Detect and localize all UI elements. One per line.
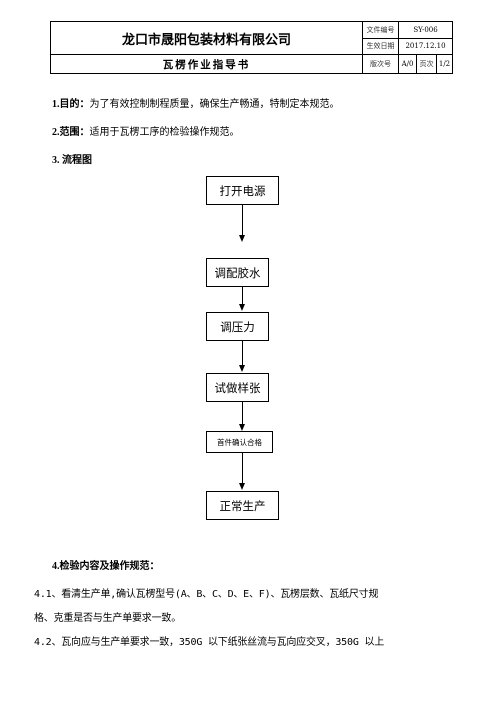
flow-step-first-article-approved: 首件确认合格 [206,431,273,453]
scope-text: 适用于瓦楞工序的检验操作规范。 [89,127,240,138]
scope-label: 2.范围： [52,127,90,138]
flow-arrow-1 [242,205,243,235]
flow-arrowhead-4 [239,424,245,431]
flow-step-mix-glue: 调配胶水 [206,258,269,287]
version-label: 版次号 [362,54,399,74]
flow-arrowhead-5 [239,483,245,490]
flow-arrow-3 [242,341,243,365]
flow-step-trial-sample: 试做样张 [206,373,269,402]
flow-step-adjust-pressure: 调压力 [206,312,269,341]
company-name: 龙口市晟阳包装材料有限公司 [50,21,363,55]
version-value: A/0 [398,54,417,74]
flowchart-heading: 3. 流程图 [52,155,92,166]
purpose-line: 1.目的：为了有效控制制程质量，确保生产畅通，特制定本规范。 [52,95,340,110]
inspection-line-1: 4.1、看清生产单,确认瓦楞型号(A、B、C、D、E、F)、瓦楞层数、瓦纸尺寸规 [34,589,379,600]
doc-no-value: SY-006 [398,21,453,39]
flow-step-power-on: 打开电源 [206,176,279,205]
effective-date-label: 生效日期 [362,37,399,55]
page-label: 页次 [416,54,437,74]
page-value: 1/2 [436,54,453,74]
document-title: 瓦楞作业指导书 [50,54,363,74]
purpose-text: 为了有效控制制程质量，确保生产畅通，特制定本规范。 [89,99,340,110]
flow-arrow-2 [242,287,243,304]
flow-arrow-5 [242,453,243,483]
flow-step-normal-production: 正常生产 [206,491,279,520]
scope-line: 2.范围：适用于瓦楞工序的检验操作规范。 [52,123,240,138]
effective-date-value: 2017.12.10 [398,37,453,55]
flow-arrowhead-3 [239,365,245,372]
flow-arrowhead-2 [239,304,245,311]
document-header-table: 龙口市晟阳包装材料有限公司 文件编号 SY-006 生效日期 2017.12.1… [50,21,453,74]
doc-no-label: 文件编号 [362,21,399,39]
flow-arrow-4 [242,402,243,424]
purpose-label: 1.目的： [52,99,90,110]
inspection-heading: 4.检验内容及操作规范： [52,561,160,572]
inspection-line-2: 格、克重是否与生产单要求一致。 [34,613,181,624]
inspection-line-3: 4.2、瓦向应与生产单要求一致，350G 以下纸张丝流与瓦向应交叉，350G 以… [34,637,385,648]
flow-arrowhead-1 [239,235,245,242]
